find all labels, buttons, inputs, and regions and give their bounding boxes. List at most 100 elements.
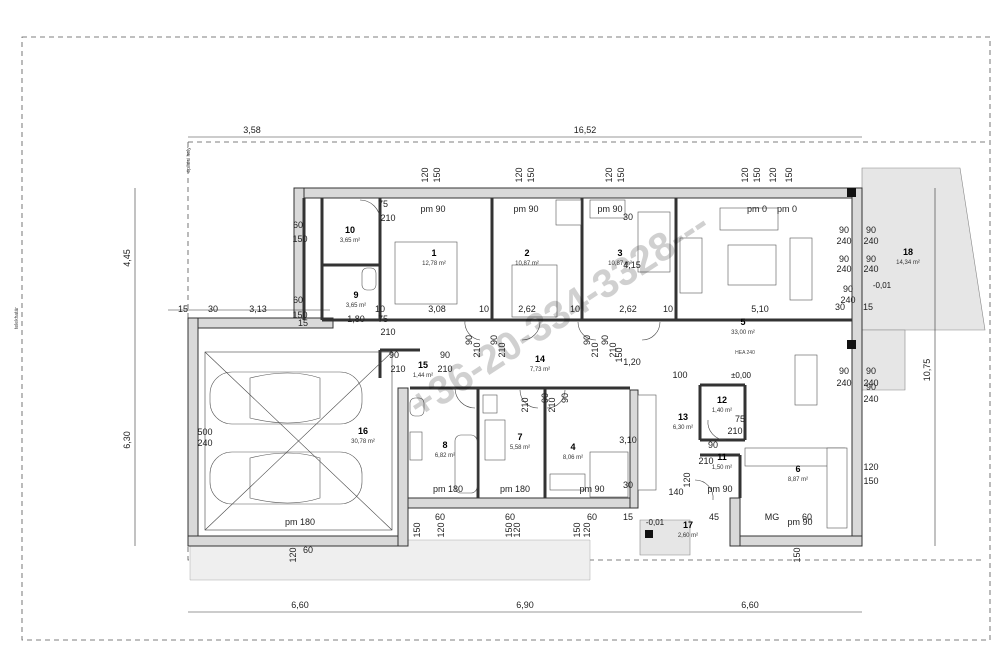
opening-dim: 90 xyxy=(560,393,570,403)
opening-dim: 10 xyxy=(663,304,673,314)
terrace-bottom xyxy=(189,539,591,581)
side-label: telekhatár xyxy=(14,307,20,329)
entrance-pad xyxy=(639,519,691,556)
opening-dim: 90 xyxy=(464,335,474,345)
opening-dim: pm 180 xyxy=(500,484,530,494)
opening-dim: 45 xyxy=(709,512,719,522)
desk-icon xyxy=(555,199,582,226)
opening-dim: 90 xyxy=(839,225,849,235)
car-icon xyxy=(209,451,363,505)
sofa-icon xyxy=(719,207,779,231)
opening-dim: 120 xyxy=(863,462,878,472)
room-number: 1 xyxy=(431,248,436,258)
opening-dim: 120 xyxy=(582,522,592,537)
opening-dim: 15 xyxy=(178,304,188,314)
opening-dim: 90 xyxy=(489,335,499,345)
level: -0,01 xyxy=(646,518,665,527)
opening-dim: 150 xyxy=(432,167,442,182)
room-area: 5,58 m² xyxy=(510,445,530,451)
opening-dim: 210 xyxy=(520,397,530,412)
opening-dim: 240 xyxy=(863,394,878,404)
opening-dim: 210 xyxy=(497,342,507,357)
bed-icon xyxy=(394,241,458,305)
desk-icon xyxy=(589,199,626,219)
partitions xyxy=(302,198,852,498)
opening-dim: 120 xyxy=(682,472,692,487)
opening-dim: 1,20 xyxy=(623,357,641,367)
room-number: 9 xyxy=(353,290,358,300)
wall-bottom-mid xyxy=(397,497,639,509)
wall-bottom-right xyxy=(729,535,863,547)
opening-dim: 4,15 xyxy=(623,260,641,270)
opening-dim: 240 xyxy=(836,378,851,388)
opening-dim: 15 xyxy=(298,318,308,328)
bed-icon xyxy=(589,451,629,498)
room-area: 1,40 m² xyxy=(712,408,732,414)
room-area: 1,44 m² xyxy=(413,373,433,379)
room-area: 8,87 m² xyxy=(788,477,808,483)
opening-dim: 210 xyxy=(727,426,742,436)
sofa-icon xyxy=(679,237,703,294)
bed-icon xyxy=(637,211,671,273)
opening-dim: 120 xyxy=(420,167,430,182)
wall-garage-top xyxy=(187,317,334,329)
opening-dim: 90 xyxy=(600,335,610,345)
opening-dim: pm 0 xyxy=(777,204,797,214)
opening-dim: 150 xyxy=(292,310,307,320)
opening-dim: 210 xyxy=(547,397,557,412)
opening-dim: 120 xyxy=(604,167,614,182)
opening-dim: 240 xyxy=(863,264,878,274)
opening-dim: 60 xyxy=(505,512,515,522)
room-number: 15 xyxy=(418,360,428,370)
opening-dim: 90 xyxy=(843,284,853,294)
opening-dim: 90 xyxy=(540,393,550,403)
opening-dim: 150 xyxy=(863,476,878,486)
opening-dim: 120 xyxy=(288,547,298,562)
opening-dim: 140 xyxy=(668,487,683,497)
opening-dim: 10 xyxy=(479,304,489,314)
opening-dim: 75 xyxy=(378,199,388,209)
room-number: 12 xyxy=(717,395,727,405)
dim-left: 4,45 xyxy=(122,249,132,267)
opening-dim: 210 xyxy=(698,456,713,466)
opening-dim: 240 xyxy=(836,264,851,274)
opening-dim: pm 90 xyxy=(787,517,812,527)
bathtub-icon xyxy=(454,434,478,494)
dim-bottom: 6,90 xyxy=(516,600,534,610)
dim-right: 10,75 xyxy=(922,359,932,382)
room-number: 16 xyxy=(358,426,368,436)
wall-bottom-left xyxy=(187,535,409,547)
opening-dim: 60 xyxy=(303,545,313,555)
opening-dim: 10 xyxy=(375,304,385,314)
side-label: építési hely xyxy=(186,147,192,173)
room-number: 5 xyxy=(740,317,745,327)
room-area: 3,65 m² xyxy=(340,238,360,244)
opening-dim: 90 xyxy=(582,335,592,345)
room-number: 10 xyxy=(345,225,355,235)
car-icon xyxy=(209,371,363,425)
shower-icon xyxy=(484,419,506,461)
level: -0,01 xyxy=(873,281,892,290)
wall-entry-left xyxy=(629,389,639,509)
room-number: 7 xyxy=(517,432,522,442)
opening-dim: 30 xyxy=(623,212,633,222)
room-area: 33,00 m² xyxy=(731,330,755,336)
table-icon xyxy=(727,244,777,286)
wall-garage-right xyxy=(397,387,409,547)
room-area: 8,06 m² xyxy=(563,455,583,461)
opening-dim: 15 xyxy=(623,512,633,522)
opening-dim: 90 xyxy=(389,350,399,360)
opening-dim: 60 xyxy=(293,295,303,305)
opening-dim: 2,62 xyxy=(518,304,536,314)
opening-dim: 90 xyxy=(866,366,876,376)
dim-bottom: 6,60 xyxy=(291,600,309,610)
opening-dim: 10 xyxy=(570,304,580,314)
opening-dim: 210 xyxy=(437,364,452,374)
dim-top: 16,52 xyxy=(574,125,597,135)
opening-dim: 150 xyxy=(784,167,794,182)
opening-dim: 150 xyxy=(504,522,514,537)
plot-boundary xyxy=(21,36,991,641)
opening-dim: 210 xyxy=(380,327,395,337)
opening-dim: 3,08 xyxy=(428,304,446,314)
opening-dim: 210 xyxy=(608,342,618,357)
